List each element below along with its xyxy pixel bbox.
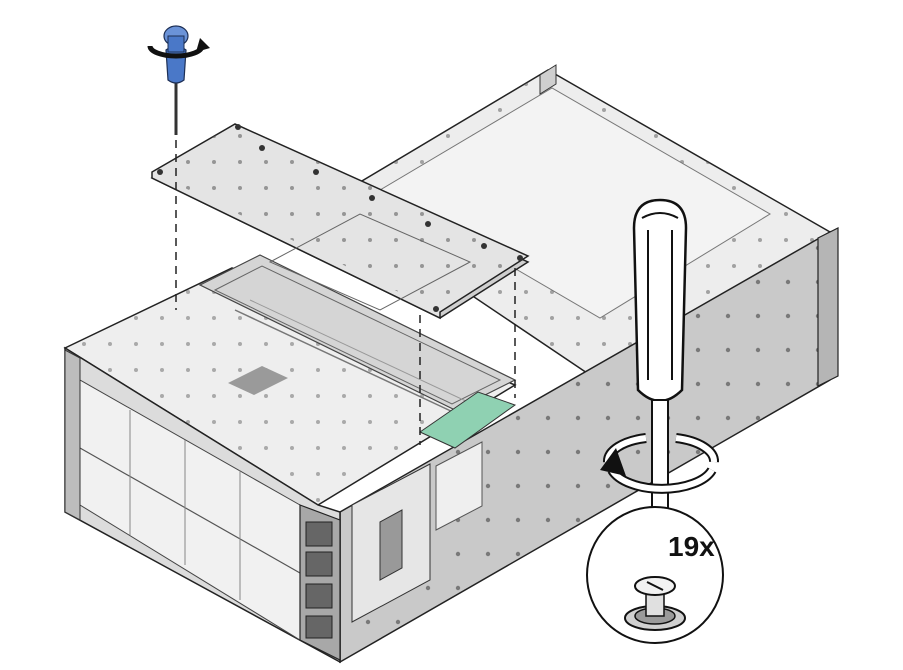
removed-top-panel xyxy=(150,123,530,320)
circuit-board xyxy=(418,391,517,449)
alignment-guides xyxy=(175,140,516,445)
server-chassis xyxy=(63,64,839,664)
rotate-arrow-icon xyxy=(600,433,719,494)
screw-detail-callout: 19x xyxy=(586,506,724,644)
screw-count-label: 19x xyxy=(668,531,715,562)
captive-screw-icon xyxy=(624,576,686,631)
phillips-screwdriver-icon xyxy=(147,25,210,135)
